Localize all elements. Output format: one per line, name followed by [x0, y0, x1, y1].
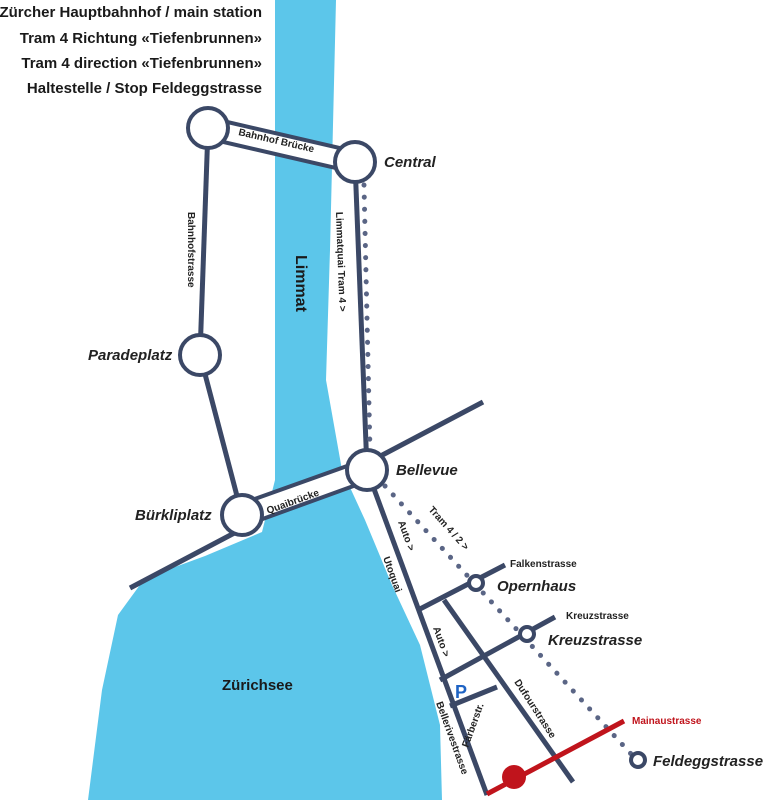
faerberstr-road: [449, 684, 498, 709]
hauptbahnhof-station: [186, 106, 230, 150]
faerberstr-label: Färberstr.: [460, 702, 486, 749]
river-label: Limmat: [292, 255, 309, 313]
bahnhofstrasse-south-road: [197, 354, 245, 516]
kreuzstrasse-stop: [518, 625, 536, 643]
central-station: [333, 140, 377, 184]
paradeplatz-label: Paradeplatz: [88, 347, 173, 364]
svg-text:Zürcher Hauptbahnhof / main st: Zürcher Hauptbahnhof / main station: [0, 4, 262, 21]
svg-text:Tram 4 Richtung «Tiefenbrunnen: Tram 4 Richtung «Tiefenbrunnen»: [20, 30, 262, 47]
feldeggstrasse-stop: [629, 751, 647, 769]
mainaustrasse-label: Mainaustrasse: [632, 716, 702, 727]
falkenstrasse-road: [416, 562, 507, 613]
buerkliplatz-label: Bürkliplatz: [135, 507, 212, 524]
auto-label-1: Auto >: [395, 519, 416, 552]
limmatquai-label: Limmatquai Tram 4 >: [333, 212, 347, 312]
parking-icon: P: [455, 682, 467, 702]
opernhaus-stop: [467, 574, 485, 592]
limmat-river-and-lake: [88, 0, 442, 800]
bellevue-station: [345, 448, 389, 492]
bahnhofstrasse-road: [197, 127, 211, 356]
falkenstrasse-label: Falkenstrasse: [510, 559, 577, 570]
svg-text:Tram 4 direction «Tiefenbrunne: Tram 4 direction «Tiefenbrunnen»: [21, 55, 262, 72]
kreuzstrasse-road: [438, 614, 557, 683]
tram-route-dotted: [361, 182, 373, 453]
paradeplatz-station: [178, 333, 222, 377]
central-label: Central: [384, 154, 437, 171]
kreuzstrasse-street-label: Kreuzstrasse: [566, 611, 629, 622]
dufourstrasse-road: [441, 598, 576, 784]
bahnhofstrasse-label: Bahnhofstrasse: [185, 212, 196, 288]
opernhaus-label: Opernhaus: [497, 578, 576, 595]
svg-text:Haltestelle / Stop Feldeggstra: Haltestelle / Stop Feldeggstrasse: [27, 80, 262, 97]
bellevue-label: Bellevue: [396, 462, 458, 479]
limmatquai-road: [352, 161, 370, 471]
feldeggstrasse-label: Feldeggstrasse: [653, 753, 763, 770]
kreuzstrasse-label: Kreuzstrasse: [548, 632, 642, 649]
tram-4-2-label: Tram 4 / 2 >: [426, 505, 471, 553]
header-text: Zürcher Hauptbahnhof / main station Tram…: [0, 4, 262, 97]
destination-marker: [502, 765, 526, 789]
utoquai-road: [364, 469, 490, 796]
tram-route-dotted-south: [382, 483, 635, 758]
lake-label: Zürichsee: [222, 677, 293, 694]
buerkliplatz-station: [220, 493, 264, 537]
